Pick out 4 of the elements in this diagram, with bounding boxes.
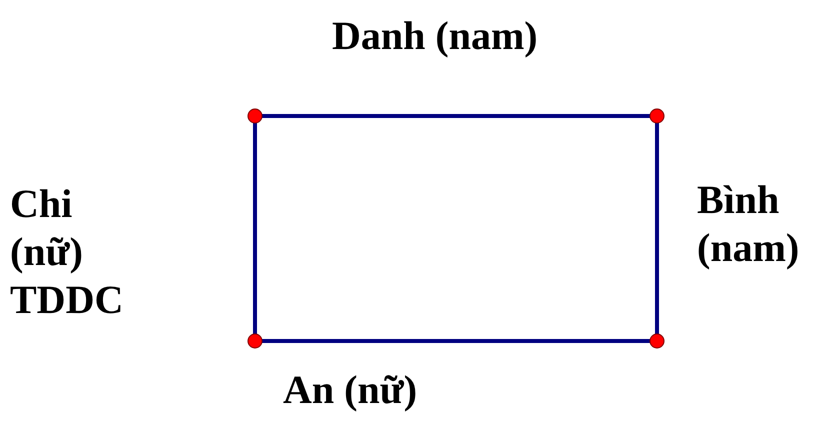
person-label: Danh (nam) [332,12,539,60]
person-label: Bình (nam) [697,176,800,272]
person-label: An (nữ) [283,366,418,414]
person-label: Chi (nữ) TDDC [10,180,120,324]
